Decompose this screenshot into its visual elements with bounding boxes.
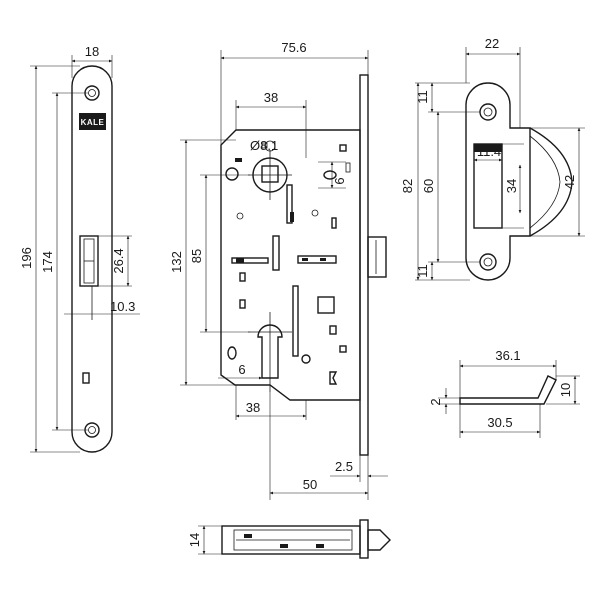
strike-plate-view: 22 11 82 60 11 11.4 34 42	[400, 36, 585, 281]
strike-lip	[529, 127, 573, 237]
strike-top-hole-inner	[483, 107, 493, 117]
strike-bottom-hole	[479, 253, 497, 271]
small-rect-d	[339, 345, 347, 353]
strike-side-outline	[459, 375, 557, 405]
faceplate-logo-badge	[79, 113, 106, 130]
horizontal-bar-end	[236, 258, 244, 263]
small-rect-a	[239, 272, 246, 282]
lock-faceplate-edge	[359, 74, 369, 456]
bottom-body-inner	[233, 529, 353, 551]
dim-slot-height: 34	[504, 179, 519, 193]
upper-lever	[286, 184, 293, 224]
left-pin	[235, 158, 242, 162]
dim-spindle-diameter: Ø8.1	[250, 138, 278, 153]
dim-body-height: 132	[169, 251, 184, 273]
dim-backset: 50	[303, 477, 317, 492]
dim-side-length: 36.1	[495, 348, 520, 363]
dim-faceplate-hole-spacing: 174	[40, 251, 55, 273]
dim-lip-height: 42	[562, 175, 577, 189]
bottom-faceplate	[359, 519, 369, 559]
dim-strike-height: 82	[400, 179, 415, 193]
small-dot	[311, 209, 319, 217]
strike-lip-inner	[529, 135, 561, 229]
small-dot-left	[236, 212, 244, 220]
dim-slot-width: 11.4	[477, 144, 501, 159]
right-pin-hole	[323, 170, 337, 180]
dim-right-hole: 6	[332, 177, 347, 184]
faceplate-bottom-hole-inner	[88, 426, 96, 434]
dim-latch-height: 26.4	[111, 248, 126, 273]
spindle-mark	[261, 142, 268, 149]
strike-top-hole	[479, 103, 497, 121]
right-slot-small	[345, 162, 351, 173]
small-slot-right	[331, 217, 337, 229]
dim-strike-margin-top: 11	[415, 90, 430, 104]
cylinder-side-hole	[227, 346, 237, 360]
dim-faceplate-thickness: 2.5	[335, 459, 353, 474]
bottom-latch	[367, 529, 391, 551]
strike-bottom-hole-inner	[483, 257, 493, 267]
latch-spring-bar	[297, 255, 337, 264]
dim-faceplate-width: 18	[85, 44, 99, 59]
upper-lever-tip	[290, 212, 294, 222]
bottom-mark	[316, 544, 324, 548]
square-block	[317, 296, 335, 314]
faceplate-top-hole-inner	[88, 89, 96, 97]
dim-bottom-depth: 14	[187, 533, 202, 547]
strike-plate-outline	[465, 82, 531, 281]
dim-strike-margin-bottom: 11	[415, 264, 430, 278]
strike-slot-top	[474, 144, 502, 152]
dim-side-thickness: 2	[428, 398, 443, 405]
bottom-mark	[280, 544, 288, 548]
faceplate-small-slot	[82, 372, 90, 384]
corner-square	[339, 144, 347, 152]
dim-spindle-offset: 38	[264, 90, 278, 105]
cylinder-side-dot	[301, 354, 311, 364]
latch-bolt-side	[367, 236, 387, 278]
small-rect-c	[329, 325, 337, 335]
dim-side-flat-length: 30.5	[487, 415, 512, 430]
dim-cylinder-hole: 6	[238, 362, 245, 377]
faceplate-logo: KALE	[81, 118, 105, 127]
lower-lever	[292, 285, 299, 357]
dim-faceplate-height: 196	[19, 247, 34, 269]
small-rect-b	[239, 299, 246, 309]
latch-spring-mark	[302, 258, 308, 261]
dim-center-distance: 85	[189, 249, 204, 263]
dim-cylinder-offset: 38	[246, 400, 260, 415]
latch-spring-mark	[320, 258, 326, 261]
horizontal-bar	[231, 257, 269, 264]
dim-strike-hole-spacing: 60	[421, 179, 436, 193]
bottom-view: 14	[187, 519, 391, 559]
dim-side-lip-depth: 10	[558, 383, 573, 397]
lock-body-outline	[220, 129, 361, 401]
strike-side-view: 36.1 10 2 30.5	[428, 348, 580, 438]
faceplate-outline	[71, 65, 113, 453]
latch-slot	[79, 235, 99, 287]
dim-body-backset-total: 75.6	[281, 40, 306, 55]
dim-latch-offset: 10.3	[110, 299, 135, 314]
left-pin-hole	[225, 167, 239, 181]
lock-body-view: 75.6 38 Ø8.1 6 132 85 6 38	[169, 40, 388, 500]
k-mark	[329, 371, 338, 385]
bottom-mark	[244, 534, 252, 538]
cylinder-hole	[257, 324, 283, 379]
middle-lever	[272, 235, 280, 271]
faceplate-view: KALE 18 196 174 26.4 10.3	[19, 44, 140, 453]
dim-strike-width: 22	[485, 36, 499, 51]
